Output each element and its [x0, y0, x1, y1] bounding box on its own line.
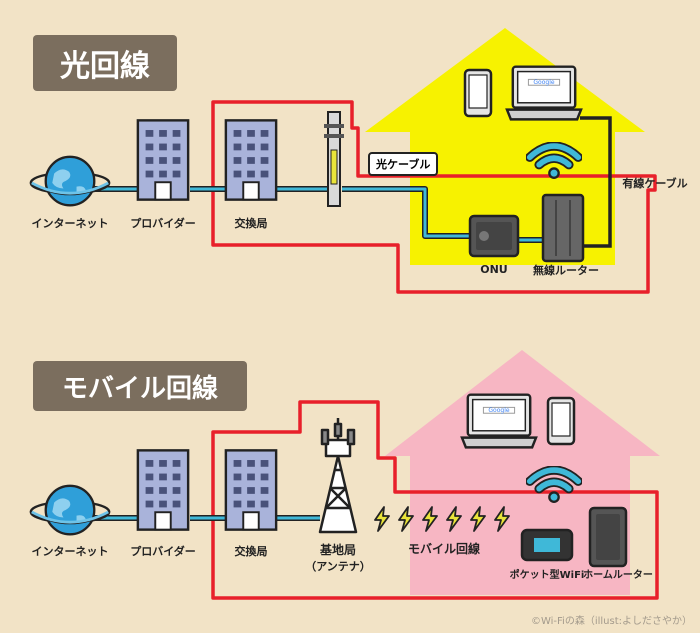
- internet-label-bottom: インターネット: [31, 545, 109, 558]
- section-title-mobile: モバイル回線: [33, 361, 247, 411]
- mobile-line-label: モバイル回線: [407, 542, 481, 556]
- internet-globe-icon-bottom: [29, 484, 111, 536]
- wired-cable-label: 有線ケーブル: [622, 177, 688, 190]
- credit-text: ©Wi-Fiの森（illust:よしださやか）: [530, 616, 692, 627]
- home-router-label: ホームルーター: [583, 570, 653, 581]
- smartphone-icon-bottom: [546, 396, 576, 446]
- provider-building-icon: [136, 119, 190, 201]
- internet-globe-icon: [29, 155, 111, 207]
- lightning-icon: [374, 506, 390, 532]
- onu-label: ONU: [480, 263, 508, 276]
- provider-label: プロバイダー: [130, 217, 196, 230]
- laptop-icon: [505, 65, 583, 121]
- provider-building-icon-bottom: [136, 449, 190, 531]
- exchange-label: 交換局: [234, 217, 268, 230]
- base-station-label: 基地局: [319, 543, 357, 557]
- fiber-cable-label: 光ケーブル: [368, 152, 439, 176]
- exchange-building-icon: [224, 119, 278, 201]
- wired-cable-line: [580, 116, 612, 248]
- wireless-router-icon: [541, 193, 585, 263]
- laptop-icon-bottom: [460, 393, 538, 449]
- wireless-router-label: 無線ルーター: [533, 264, 599, 277]
- exchange-building-icon-bottom: [224, 449, 278, 531]
- smartphone-icon: [463, 68, 493, 118]
- pocket-wifi-label: ポケット型WiFi: [509, 570, 585, 581]
- exchange-label-bottom: 交換局: [234, 545, 268, 558]
- laptop-screen-text: Google: [533, 79, 554, 86]
- internet-label: インターネット: [31, 217, 109, 230]
- home-router-icon: [588, 506, 628, 568]
- utility-pole-icon: [324, 111, 344, 207]
- boundary-line-top: [211, 100, 657, 294]
- antenna-label: （アンテナ）: [305, 560, 371, 573]
- section-title-fiber: 光回線: [33, 35, 177, 91]
- provider-label-bottom: プロバイダー: [130, 545, 196, 558]
- cell-tower-icon: [318, 418, 358, 534]
- boundary-line-bottom: [211, 400, 659, 600]
- pocket-wifi-icon: [520, 528, 574, 562]
- onu-device-icon: [468, 214, 520, 258]
- laptop-screen-text-bottom: Google: [488, 407, 509, 414]
